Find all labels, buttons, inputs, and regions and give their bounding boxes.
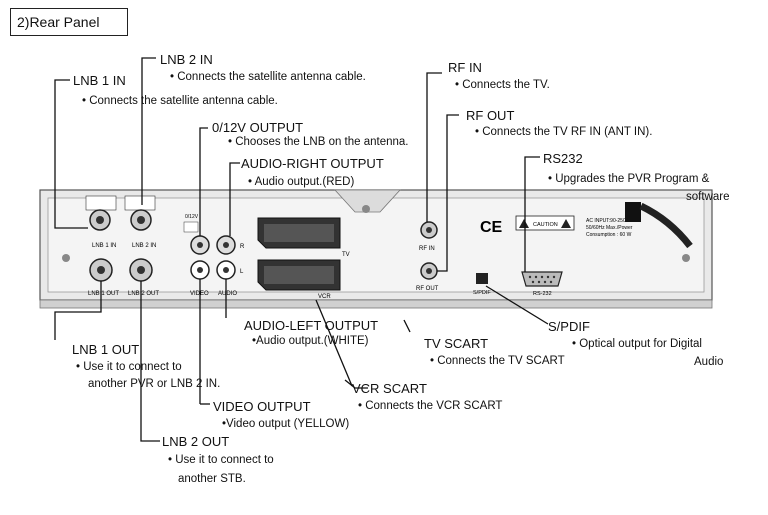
panel-label-rf-in: RF IN bbox=[419, 246, 435, 252]
lnb1-out-connector bbox=[89, 258, 113, 282]
callout-tv-scart-desc-text: Connects the TV SCART bbox=[437, 355, 565, 367]
lnb2-in-connector bbox=[124, 195, 156, 231]
leader-lines bbox=[54, 57, 549, 442]
panel-label-r: R bbox=[240, 244, 245, 250]
callout-rf-out-desc-text: Connects the TV RF IN (ANT IN). bbox=[482, 126, 653, 138]
callout-tv-scart-title: TV SCART bbox=[424, 336, 489, 351]
callout-lnb2-out-title: LNB 2 OUT bbox=[162, 434, 230, 449]
panel-label-vcr: VCR bbox=[318, 294, 331, 300]
rs232-connector bbox=[521, 271, 563, 287]
callout-vcr-scart-desc-text: Connects the VCR SCART bbox=[365, 400, 503, 412]
callout-spdif-title: S/PDIF bbox=[548, 319, 590, 334]
callout-video-output-title: VIDEO OUTPUT bbox=[213, 399, 311, 414]
bullet: • bbox=[228, 136, 233, 148]
lnb2-out-connector bbox=[129, 258, 153, 282]
callout-rs232-desc-line1: Upgrades the PVR Program & bbox=[555, 173, 710, 185]
callout-audio-right-desc-text: Audio output.(RED) bbox=[254, 176, 355, 188]
callout-lnb1-out-desc-line1: Use it to connect to bbox=[83, 361, 182, 373]
callout-video-output-desc-text: Video output (YELLOW) bbox=[226, 418, 350, 430]
callout-rf-out-title: RF OUT bbox=[466, 108, 515, 123]
callout-vcr-scart-title: VCR SCART bbox=[352, 381, 427, 396]
callout-audio-left-title: AUDIO-LEFT OUTPUT bbox=[244, 318, 379, 333]
bullet: • bbox=[358, 400, 363, 412]
panel-label-l: L bbox=[240, 269, 244, 275]
callout-vcr-scart-desc: • Connects the VCR SCART bbox=[358, 400, 502, 412]
callout-rf-in-desc-text: Connects the TV. bbox=[462, 79, 550, 91]
panel-label-rf-out: RF OUT bbox=[416, 286, 439, 292]
callout-spdif-desc-line1: Optical output for Digital bbox=[579, 338, 702, 350]
ce-mark: CE bbox=[480, 219, 503, 236]
callout-lnb1-out-desc: • Use it to connect to bbox=[76, 361, 182, 373]
ac-input-line3: Consumption : 60 W bbox=[586, 232, 632, 238]
bullet: • bbox=[248, 176, 253, 188]
audio-right-connector bbox=[216, 235, 236, 255]
panel-label-audio: AUDIO bbox=[218, 291, 237, 297]
callout-tv-scart-desc: • Connects the TV SCART bbox=[430, 355, 565, 367]
callout-rs232-desc-line2: software bbox=[686, 191, 730, 203]
bullet: • bbox=[170, 71, 175, 83]
callout-spdif-desc-line2: Audio bbox=[694, 356, 724, 368]
tv-scart-connector bbox=[257, 217, 341, 249]
bullet: • bbox=[475, 126, 480, 138]
v012-connector: 0/12V bbox=[183, 214, 210, 255]
rf-out-connector bbox=[420, 262, 438, 280]
callout-audio-right-desc: • Audio output.(RED) bbox=[248, 176, 354, 188]
bullet: • bbox=[222, 418, 227, 430]
callout-spdif-desc: • Optical output for Digital bbox=[572, 338, 702, 350]
bullet: • bbox=[548, 173, 553, 185]
caution-text: CAUTION bbox=[533, 222, 558, 228]
callout-audio-left-desc-text: Audio output.(WHITE) bbox=[256, 335, 369, 347]
panel-label-lnb1-out: LNB 1 OUT bbox=[88, 291, 119, 297]
callout-rs232-title: RS232 bbox=[543, 151, 583, 166]
callout-lnb1-in-title: LNB 1 IN bbox=[73, 73, 126, 88]
callout-rf-in-desc: • Connects the TV. bbox=[455, 79, 550, 91]
power-cord bbox=[625, 202, 693, 249]
caution-label: CAUTION bbox=[515, 215, 575, 231]
bullet: • bbox=[82, 95, 87, 107]
panel-label-tv: TV bbox=[342, 252, 350, 258]
panel-label-rs232: RS-232 bbox=[533, 291, 552, 297]
bullet: • bbox=[168, 454, 173, 466]
bullet: • bbox=[252, 335, 257, 347]
callout-lnb1-in-desc: • Connects the satellite antenna cable. bbox=[82, 95, 278, 107]
bullet: • bbox=[76, 361, 81, 373]
callout-v012-title: 0/12V OUTPUT bbox=[212, 120, 304, 135]
callout-rf-out-desc: • Connects the TV RF IN (ANT IN). bbox=[475, 126, 652, 138]
panel-label-v012: 0/12V bbox=[185, 214, 199, 220]
panel-label-lnb2-in: LNB 2 IN bbox=[132, 243, 156, 249]
spdif-connector bbox=[476, 273, 488, 284]
callout-v012-desc: • Chooses the LNB on the antenna. bbox=[228, 136, 409, 148]
vcr-scart-connector bbox=[257, 259, 341, 291]
audio-left-connector bbox=[216, 260, 236, 280]
lnb1-in-connector bbox=[85, 195, 117, 231]
callout-v012-desc-text: Chooses the LNB on the antenna. bbox=[235, 136, 409, 148]
callout-lnb2-in-title: LNB 2 IN bbox=[160, 52, 213, 67]
ac-input-line1: AC INPUT:90-250V ~ bbox=[586, 218, 633, 224]
ac-input-line2: 50/60Hz Max./Power bbox=[586, 225, 633, 231]
callout-lnb2-out-desc-line2: another STB. bbox=[178, 473, 246, 485]
callout-audio-left-desc: •Audio output.(WHITE) bbox=[252, 335, 369, 347]
callout-lnb1-out-title: LNB 1 OUT bbox=[72, 342, 140, 357]
panel-label-lnb1-in: LNB 1 IN bbox=[92, 243, 116, 249]
callout-lnb1-in-desc-text: Connects the satellite antenna cable. bbox=[89, 95, 278, 107]
bullet: • bbox=[455, 79, 460, 91]
section-title: 2)Rear Panel bbox=[10, 8, 128, 36]
callout-rs232-desc: • Upgrades the PVR Program & bbox=[548, 173, 709, 185]
video-connector bbox=[190, 260, 210, 280]
callout-rf-in-title: RF IN bbox=[448, 60, 482, 75]
panel-label-lnb2-out: LNB 2 OUT bbox=[128, 291, 159, 297]
callout-lnb2-in-desc-text: Connects the satellite antenna cable. bbox=[177, 71, 366, 83]
screw-icon bbox=[62, 205, 690, 262]
panel-label-spdif: S/PDIF bbox=[473, 290, 491, 296]
callout-lnb1-out-desc-line2: another PVR or LNB 2 IN. bbox=[88, 378, 221, 390]
callout-lnb2-out-desc: • Use it to connect to bbox=[168, 454, 274, 466]
callout-lnb2-out-desc-line1: Use it to connect to bbox=[175, 454, 274, 466]
bullet: • bbox=[572, 338, 577, 350]
callout-audio-right-title: AUDIO-RIGHT OUTPUT bbox=[241, 156, 384, 171]
bullet: • bbox=[430, 355, 435, 367]
rf-in-connector bbox=[420, 221, 438, 239]
callout-video-output-desc: •Video output (YELLOW) bbox=[222, 418, 349, 430]
callout-lnb2-in-desc: • Connects the satellite antenna cable. bbox=[170, 71, 366, 83]
